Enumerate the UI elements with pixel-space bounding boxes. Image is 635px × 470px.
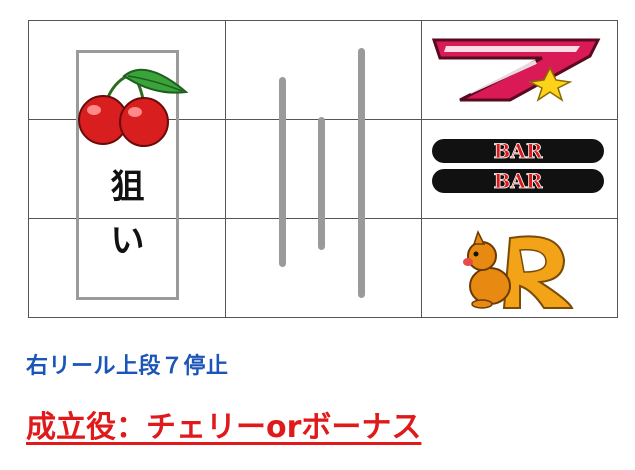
spin-line [318, 117, 325, 250]
reel-divider-1 [225, 21, 226, 317]
spin-line [358, 48, 365, 298]
spin-line [279, 77, 286, 267]
bar-label: BAR [493, 139, 542, 163]
red-seven-icon [431, 38, 601, 102]
bar-label: BAR [493, 169, 542, 193]
winning-role-result: 成立役：チェリーorボーナス [26, 410, 422, 445]
reel-divider-2 [421, 21, 422, 317]
cherry-icon [78, 68, 189, 147]
squirrel-r-icon [463, 230, 574, 309]
double-bar-icon: BAR BAR [432, 139, 604, 193]
stop-condition-caption: 右リール上段７停止 [26, 354, 229, 379]
aim-box [76, 50, 179, 300]
aim-label: 狙い [110, 167, 145, 261]
